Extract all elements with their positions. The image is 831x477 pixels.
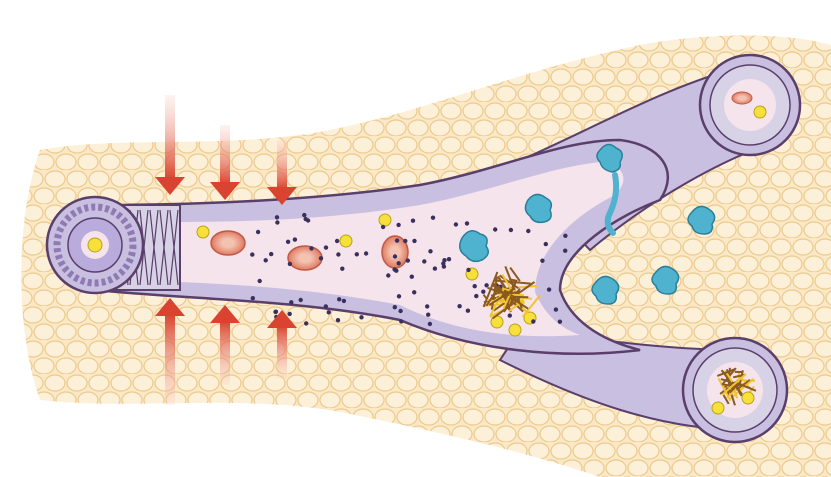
- mediator-dot: [484, 283, 488, 287]
- mediator-dot: [433, 266, 437, 270]
- mediator-dot: [319, 256, 323, 260]
- mediator-dot: [558, 320, 562, 324]
- mediator-dot: [403, 239, 407, 243]
- mediator-dot: [335, 239, 339, 243]
- mediator-dot: [422, 259, 426, 263]
- mediator-dot: [381, 225, 385, 229]
- mediator-dot: [392, 267, 396, 271]
- platelet-icon: [197, 226, 209, 238]
- mediator-dot: [473, 284, 477, 288]
- mediator-dot: [454, 222, 458, 226]
- mediator-dot: [288, 262, 292, 266]
- mediator-dot: [275, 220, 279, 224]
- mediator-dot: [293, 237, 297, 241]
- mediator-dot: [447, 257, 451, 261]
- mediator-dot: [324, 245, 328, 249]
- mediator-dot: [251, 296, 255, 300]
- mediator-dot: [309, 246, 313, 250]
- mediator-dot: [398, 309, 402, 313]
- mediator-dot: [442, 264, 446, 268]
- mediator-dot: [431, 216, 435, 220]
- mediator-dot: [428, 322, 432, 326]
- mediator-dot: [508, 313, 512, 317]
- mediator-dot: [526, 229, 530, 233]
- mediator-dot: [336, 318, 340, 322]
- mediator-dot: [355, 252, 359, 256]
- upper-right-vessel-cross-section: [700, 55, 800, 155]
- mediator-dot: [288, 312, 292, 316]
- mediator-dot: [275, 215, 279, 219]
- mediator-dot: [286, 240, 290, 244]
- mediator-dot: [540, 259, 544, 263]
- mediator-dot: [481, 290, 485, 294]
- mediator-dot: [397, 294, 401, 298]
- mediator-dot: [364, 251, 368, 255]
- mediator-dot: [273, 310, 277, 314]
- mediator-dot: [412, 239, 416, 243]
- mediator-dot: [336, 252, 340, 256]
- mediator-dot: [359, 315, 363, 319]
- mediator-dot: [250, 252, 254, 256]
- mediator-dot: [393, 305, 397, 309]
- mediator-dot: [465, 221, 469, 225]
- mediator-dot: [547, 287, 551, 291]
- lower-right-vessel-cross-section: [683, 338, 787, 442]
- mediator-dot: [428, 249, 432, 253]
- mediator-dot: [269, 252, 273, 256]
- mediator-dot: [412, 290, 416, 294]
- mediator-dot: [304, 321, 308, 325]
- mediator-dot: [406, 258, 410, 262]
- mediator-dot: [264, 258, 268, 262]
- mediator-dot: [411, 219, 415, 223]
- left-vessel-cross-section: [47, 197, 143, 293]
- mediator-dot: [258, 279, 262, 283]
- mediator-dot: [342, 299, 346, 303]
- mediator-dot: [393, 254, 397, 258]
- mediator-dot: [563, 249, 567, 253]
- mediator-dot: [493, 227, 497, 231]
- mediator-dot: [466, 309, 470, 313]
- mediator-dot: [563, 234, 567, 238]
- mediator-dot: [386, 273, 390, 277]
- mediator-dot: [399, 319, 403, 323]
- mediator-dot: [509, 228, 513, 232]
- mediator-dot: [395, 238, 399, 242]
- mediator-dot: [340, 267, 344, 271]
- mediator-dot: [299, 298, 303, 302]
- mediator-dot: [425, 304, 429, 308]
- mediator-dot: [426, 313, 430, 317]
- red-blood-cell-icon: [288, 246, 322, 270]
- mediator-dot: [544, 242, 548, 246]
- mediator-dot: [289, 300, 293, 304]
- mediator-dot: [256, 230, 260, 234]
- mediator-dot: [397, 261, 401, 265]
- mediator-dot: [554, 307, 558, 311]
- mediator-dot: [410, 275, 414, 279]
- mediator-dot: [531, 319, 535, 323]
- platelet-icon: [509, 324, 521, 336]
- mediator-dot: [396, 223, 400, 227]
- mediator-dot: [337, 297, 341, 301]
- mediator-dot: [324, 304, 328, 308]
- platelet-icon: [340, 235, 352, 247]
- mediator-dot: [474, 294, 478, 298]
- mediator-dot: [466, 268, 470, 272]
- mediator-dot: [302, 213, 306, 217]
- mediator-dot: [457, 304, 461, 308]
- platelet-icon: [379, 214, 391, 226]
- mediator-dot: [327, 310, 331, 314]
- mediator-dot: [304, 217, 308, 221]
- red-blood-cell-icon: [211, 231, 245, 255]
